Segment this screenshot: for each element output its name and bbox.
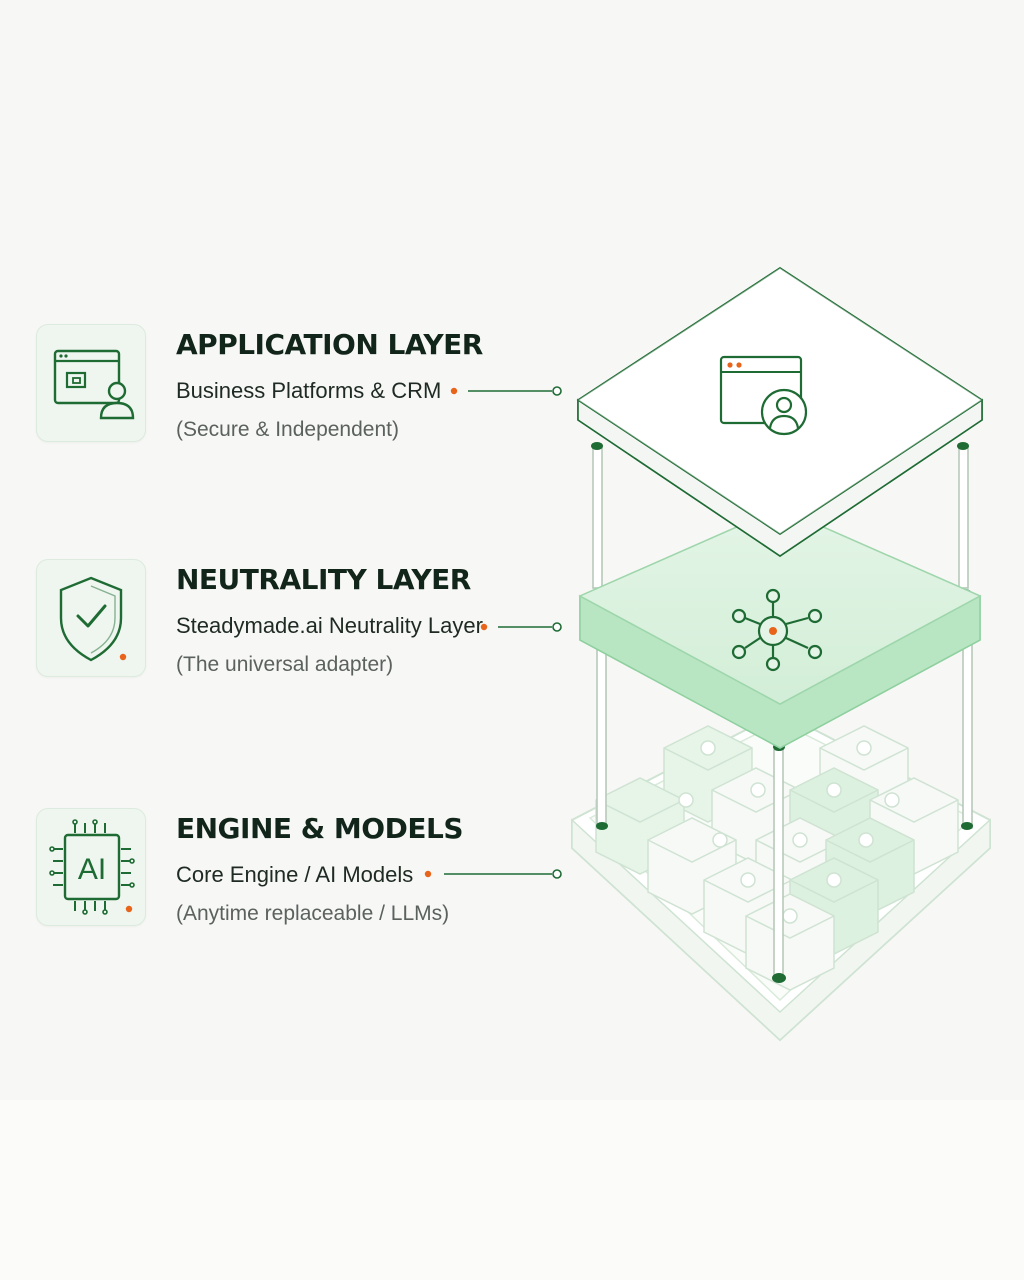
engine-layer-subtitle: Core Engine / AI Models	[176, 862, 414, 887]
browser-user-icon	[53, 349, 135, 420]
neutrality-layer-note: (The universal adapter)	[176, 653, 394, 676]
application-layer-note: (Secure & Independent)	[176, 418, 399, 441]
background-band	[0, 1100, 1024, 1280]
neutrality-layer-title: NEUTRALITY LAYER	[176, 563, 471, 596]
neutrality-layer-row: NEUTRALITY LAYER Steadymade.ai Neutralit…	[36, 559, 556, 679]
ai-chip-icon: AI	[49, 819, 135, 915]
engine-connector	[424, 869, 562, 879]
engine-layer-note: (Anytime replaceable / LLMs)	[176, 902, 450, 925]
neutrality-panel	[578, 507, 982, 749]
engine-layer-title: ENGINE & MODELS	[176, 812, 463, 845]
ai-chip-label: AI	[78, 853, 106, 886]
application-layer-row: APPLICATION LAYER Business Platforms & C…	[36, 324, 556, 444]
engine-layer-row: AI ENGINE & MODELS Core Engine / AI Mode…	[36, 808, 556, 928]
application-connector	[450, 386, 562, 396]
browser-user-panel-icon	[719, 355, 808, 436]
neutrality-layer-subtitle: Steadymade.ai Neutrality Layer	[176, 613, 483, 638]
application-panel	[576, 267, 984, 557]
application-icon-tile	[36, 324, 146, 442]
shield-check-icon	[59, 576, 127, 662]
application-layer-subtitle: Business Platforms & CRM	[176, 378, 442, 403]
application-layer-title: APPLICATION LAYER	[176, 328, 483, 361]
neutrality-connector	[480, 622, 562, 632]
network-hub-icon	[731, 588, 823, 672]
neutrality-icon-tile	[36, 559, 146, 677]
engine-icon-tile: AI	[36, 808, 146, 926]
